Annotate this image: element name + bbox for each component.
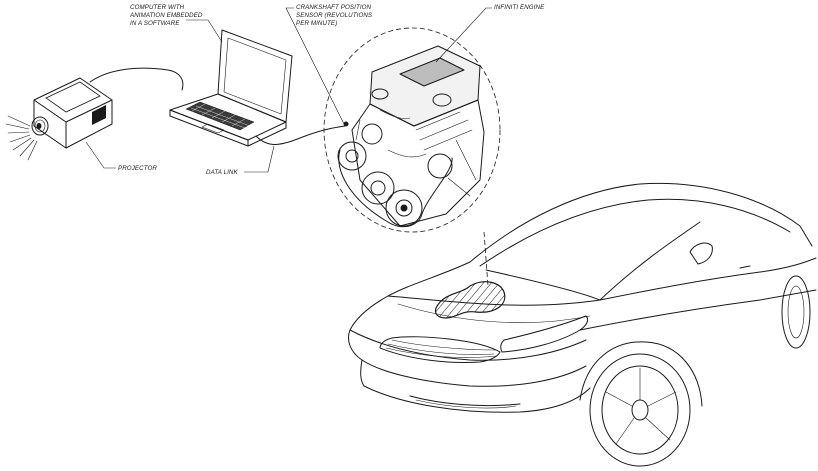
computer-label-line3: IN A SOFTWARE [130,20,180,27]
laptop-icon [169,29,293,147]
engine-illustration [323,27,501,233]
computer-leader [186,19,223,43]
datalink-leader [244,145,275,173]
engine-label: INFINITI ENGINE [494,4,545,11]
hood-hatch-region [434,281,506,319]
projector-leader [85,141,116,169]
projector-icon [5,77,113,161]
computer-label-line2: ANIMATION EMBEDDED [129,12,203,19]
data-link-label: DATA LINK [206,169,238,176]
crank-label-line2: SENSOR (REVOLUTIONS [296,12,373,19]
callout-connector [483,231,489,287]
projector-label: PROJECTOR [118,165,157,172]
crank-label-line3: PER MINUTE) [296,20,337,27]
video-cable [89,67,184,91]
engine-leader [435,7,492,63]
data-link-cable [255,125,346,145]
computer-label-line1: COMPUTER WITH [130,4,185,11]
car-illustration [348,182,817,467]
crank-label-line1: CRANKSHAFT POSITION [296,4,372,11]
crank-leader [285,7,345,125]
